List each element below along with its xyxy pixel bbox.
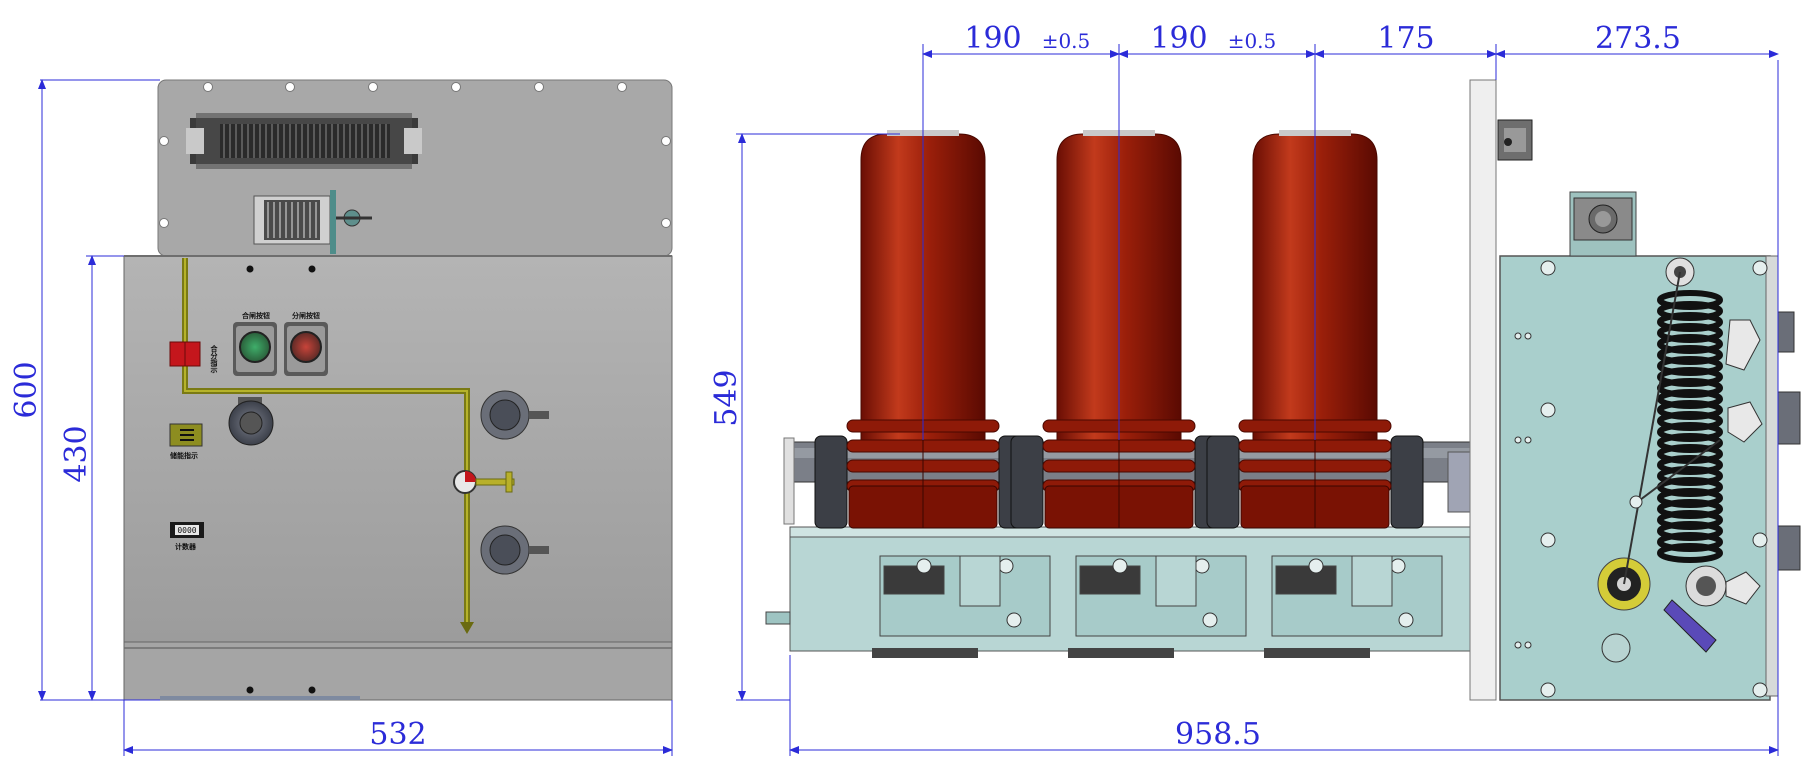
linkage-plate: [1075, 555, 1247, 637]
dim-width: 532: [369, 717, 426, 752]
dim-tolerance-1: ±0.5: [1042, 29, 1091, 53]
bottom-base: [123, 641, 673, 701]
mechanism-housing: [1499, 255, 1771, 701]
fixing-hole: [1752, 260, 1768, 276]
dim-pole-spacing-1: 190: [964, 21, 1021, 56]
linkage-plate: [879, 555, 1051, 637]
socket-lower[interactable]: [480, 525, 549, 575]
fixing-hole: [1540, 532, 1556, 548]
spring-icon: [1657, 290, 1723, 563]
charging-knob[interactable]: [228, 397, 274, 446]
close-button-label: 合闸按钮: [241, 311, 270, 320]
close-push-button[interactable]: [233, 322, 277, 376]
limit-switch: [1497, 119, 1533, 161]
fixing-hole: [1540, 402, 1556, 418]
fixing-hole: [1540, 260, 1556, 276]
push-button-icon: [290, 331, 322, 363]
dim-height-side: 549: [709, 369, 744, 426]
fixing-hole: [1752, 532, 1768, 548]
linkage-plate: [1271, 555, 1443, 637]
open-push-button[interactable]: [284, 322, 328, 376]
dim-total-depth: 958.5: [1175, 717, 1261, 752]
lock-mechanism[interactable]: [453, 470, 515, 494]
dim-mechanism-depth: 273.5: [1595, 21, 1681, 56]
dimensions: [38, 44, 1779, 756]
storage-indicator-label: 储能指示: [169, 451, 198, 460]
front-view: 合分指示 合闸按钮 分闸按钮 储能指示 0000 计数器: [123, 79, 673, 701]
dim-offset: 175: [1377, 21, 1434, 56]
position-indicator-label: 合分指示: [210, 344, 219, 374]
push-button-icon: [239, 331, 271, 363]
top-bracket: [1569, 191, 1637, 257]
dim-tolerance-2: ±0.5: [1228, 29, 1277, 53]
counter-value: 0000: [177, 526, 196, 535]
dim-total-height: 600: [9, 361, 44, 418]
dim-panel-height: 430: [59, 425, 94, 482]
dim-pole-spacing-2: 190: [1150, 21, 1207, 56]
open-button-label: 分闸按钮: [292, 311, 320, 320]
dimension-labels: 600 430 532 549 958.5 190 ±0.5 190 ±0.5 …: [9, 21, 1681, 752]
cam-assembly: [1597, 257, 1763, 663]
terminal-block-icon: [186, 113, 422, 169]
fixing-hole: [1752, 682, 1768, 698]
side-view: [765, 79, 1801, 701]
front-panel: [123, 255, 673, 643]
fixing-hole: [1540, 682, 1556, 698]
socket-upper[interactable]: [480, 390, 549, 440]
counter-label: 计数器: [175, 542, 197, 551]
terminal-connectors: [1777, 311, 1801, 571]
auxiliary-switch-icon: [253, 190, 372, 254]
partition-plate: [1469, 79, 1497, 701]
mounting-holes: [159, 82, 671, 228]
